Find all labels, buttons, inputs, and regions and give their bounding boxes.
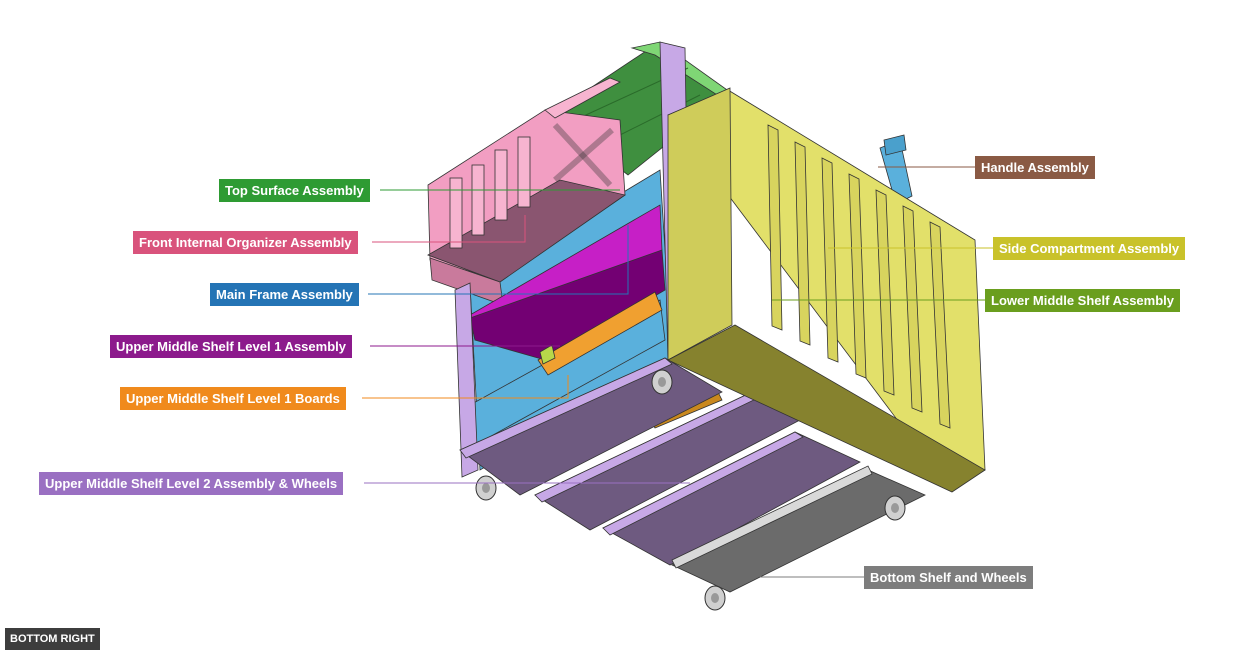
lower-shelf-accent <box>539 344 556 365</box>
wheel-icon <box>884 495 906 521</box>
label-main-frame: Main Frame Assembly <box>210 283 359 306</box>
label-upper-l1-assembly: Upper Middle Shelf Level 1 Assembly <box>110 335 352 358</box>
label-front-organizer: Front Internal Organizer Assembly <box>133 231 358 254</box>
frame-post-left <box>454 282 479 478</box>
label-top-surface: Top Surface Assembly <box>219 179 370 202</box>
front-organizer-part <box>427 77 626 306</box>
side-compartment-part <box>667 87 986 493</box>
upper-shelf-l1-part <box>469 204 666 361</box>
label-side-compartment: Side Compartment Assembly <box>993 237 1186 260</box>
wheel-icon <box>704 585 726 611</box>
leader-upper-l1-boards <box>362 375 569 399</box>
label-handle: Handle Assembly <box>975 156 1095 179</box>
leader-main-frame <box>368 225 629 295</box>
handle-post <box>883 134 907 156</box>
label-upper-l1-boards: Upper Middle Shelf Level 1 Boards <box>120 387 346 410</box>
leader-front-organizer <box>372 215 526 243</box>
label-lower-middle: Lower Middle Shelf Assembly <box>985 289 1181 312</box>
bottom-shelf-edge <box>671 465 873 569</box>
wheel-icon <box>475 475 497 501</box>
wheel-icon <box>651 369 673 395</box>
label-bottom-shelf: Bottom Shelf and Wheels <box>864 566 1033 589</box>
upper-shelf-l1-boards-part <box>537 291 663 376</box>
label-upper-l2-wheels: Upper Middle Shelf Level 2 Assembly & Wh… <box>39 472 344 495</box>
view-orientation-badge: BOTTOM RIGHT <box>5 628 100 650</box>
